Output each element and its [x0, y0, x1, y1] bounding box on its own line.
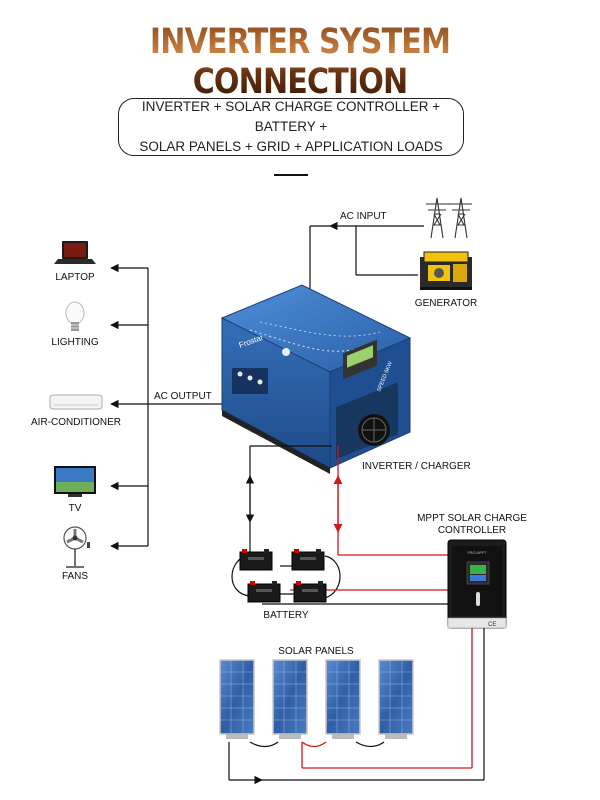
- ac-input-wiring: [309, 221, 424, 316]
- subtitle-line-2: SOLAR PANELS + GRID + APPLICATION LOADS: [139, 139, 443, 154]
- solar-panel-3: [325, 659, 361, 739]
- tv-icon: [54, 466, 96, 497]
- solar-panel-1: [219, 659, 255, 739]
- light-bulb-icon: [65, 301, 85, 331]
- mppt-label-line-1: MPPT SOLAR CHARGE: [417, 513, 527, 524]
- load-label-tv: TV: [68, 503, 82, 514]
- air-conditioner-icon: [49, 394, 103, 410]
- fan-icon: [63, 526, 90, 568]
- inverter-charger-label: INVERTER / CHARGER: [362, 461, 471, 472]
- solar-positive-wiring: [301, 628, 473, 769]
- load-label-laptop: LAPTOP: [55, 272, 95, 283]
- divider: [274, 174, 308, 176]
- power-tower-icon: [426, 197, 472, 239]
- mppt-controller-device: [447, 539, 507, 629]
- mppt-label-line-2: CONTROLLER: [437, 525, 507, 536]
- battery-label: BATTERY: [263, 610, 309, 621]
- inverter-charger-device: [220, 284, 412, 474]
- ac-input-label: AC INPUT: [340, 211, 387, 222]
- solar-panel-array-icon: [219, 659, 414, 739]
- solar-negative-wiring: [228, 628, 485, 785]
- ce-mark-text: CE: [488, 622, 496, 628]
- load-label-lighting: LIGHTING: [51, 337, 99, 348]
- generator-icon: [420, 251, 472, 290]
- solar-panel-2: [272, 659, 308, 739]
- subtitle-line-1: INVERTER + SOLAR CHARGE CONTROLLER + BAT…: [141, 99, 441, 134]
- load-label-air-conditioner: AIR-CONDITIONER: [31, 417, 121, 428]
- page-title: INVERTER SYSTEM CONNECTION: [42, 22, 558, 102]
- battery-bank-icon: [239, 549, 327, 603]
- subtitle-box: INVERTER + SOLAR CHARGE CONTROLLER + BAT…: [118, 98, 464, 156]
- laptop-icon: [54, 241, 96, 264]
- solar-panels-label: SOLAR PANELS: [278, 646, 354, 657]
- mppt-controller-label: MPPT SOLAR CHARGE CONTROLLER: [417, 513, 527, 537]
- ac-output-label: AC OUTPUT: [154, 391, 212, 402]
- generator-label: GENERATOR: [414, 298, 478, 309]
- solar-panel-4: [378, 659, 414, 739]
- mppt-brand-text: PRO-MPPT: [468, 551, 488, 555]
- load-label-fans: FANS: [61, 571, 89, 582]
